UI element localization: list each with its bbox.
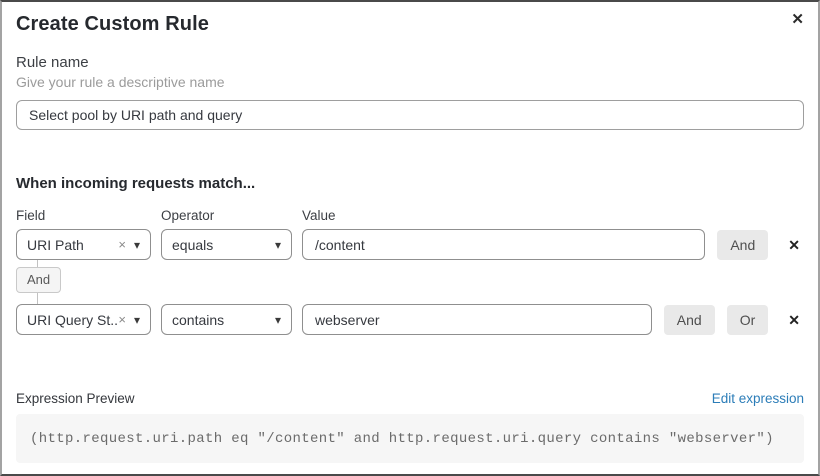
chevron-down-icon: ▾ bbox=[133, 312, 140, 327]
field-select-2-value: URI Query St... bbox=[27, 311, 119, 328]
operator-select-2-value: contains bbox=[172, 311, 225, 328]
condition-connector: And bbox=[16, 260, 804, 304]
operator-select-2[interactable]: contains ▾ bbox=[161, 304, 292, 335]
delete-condition-icon-2[interactable]: ✕ bbox=[788, 311, 800, 328]
value-input-1[interactable] bbox=[302, 229, 706, 260]
chevron-down-icon: ▾ bbox=[274, 237, 281, 252]
add-and-condition-button-2[interactable]: And bbox=[663, 304, 715, 335]
rule-name-input[interactable] bbox=[16, 100, 804, 130]
chevron-down-icon: ▾ bbox=[133, 237, 140, 252]
value-input-2[interactable] bbox=[302, 304, 652, 335]
close-icon[interactable]: ✕ bbox=[787, 8, 808, 31]
clear-icon[interactable]: × bbox=[118, 237, 126, 252]
condition-column-labels: Field Operator Value bbox=[16, 208, 804, 223]
operator-column-label: Operator bbox=[161, 208, 215, 223]
condition-row-1: URI Path × ▾ equals ▾ And ✕ bbox=[16, 229, 804, 260]
match-heading: When incoming requests match... bbox=[16, 175, 256, 192]
field-select-1-value: URI Path bbox=[27, 236, 84, 253]
add-and-condition-button-1[interactable]: And bbox=[717, 229, 769, 260]
expression-code: (http.request.uri.path eq "/content" and… bbox=[16, 414, 804, 463]
clear-icon[interactable]: × bbox=[118, 312, 126, 327]
delete-condition-icon-1[interactable]: ✕ bbox=[788, 236, 800, 253]
field-select-2[interactable]: URI Query St... × ▾ bbox=[16, 304, 151, 335]
expression-preview-label: Expression Preview bbox=[16, 391, 135, 406]
rule-name-helper: Give your rule a descriptive name bbox=[16, 74, 225, 90]
expression-preview-header: Expression Preview Edit expression bbox=[16, 392, 804, 406]
field-select-1[interactable]: URI Path × ▾ bbox=[16, 229, 151, 260]
operator-select-1[interactable]: equals ▾ bbox=[161, 229, 292, 260]
and-joiner-badge: And bbox=[16, 267, 62, 293]
dialog-title: Create Custom Rule bbox=[16, 13, 209, 35]
value-column-label: Value bbox=[302, 208, 336, 223]
rule-name-label: Rule name bbox=[16, 54, 89, 71]
condition-row-2: URI Query St... × ▾ contains ▾ And Or ✕ bbox=[16, 304, 804, 335]
chevron-down-icon: ▾ bbox=[274, 312, 281, 327]
operator-select-1-value: equals bbox=[172, 236, 214, 253]
field-column-label: Field bbox=[16, 208, 46, 223]
edit-expression-link[interactable]: Edit expression bbox=[711, 391, 804, 406]
add-or-condition-button-2[interactable]: Or bbox=[726, 304, 769, 335]
